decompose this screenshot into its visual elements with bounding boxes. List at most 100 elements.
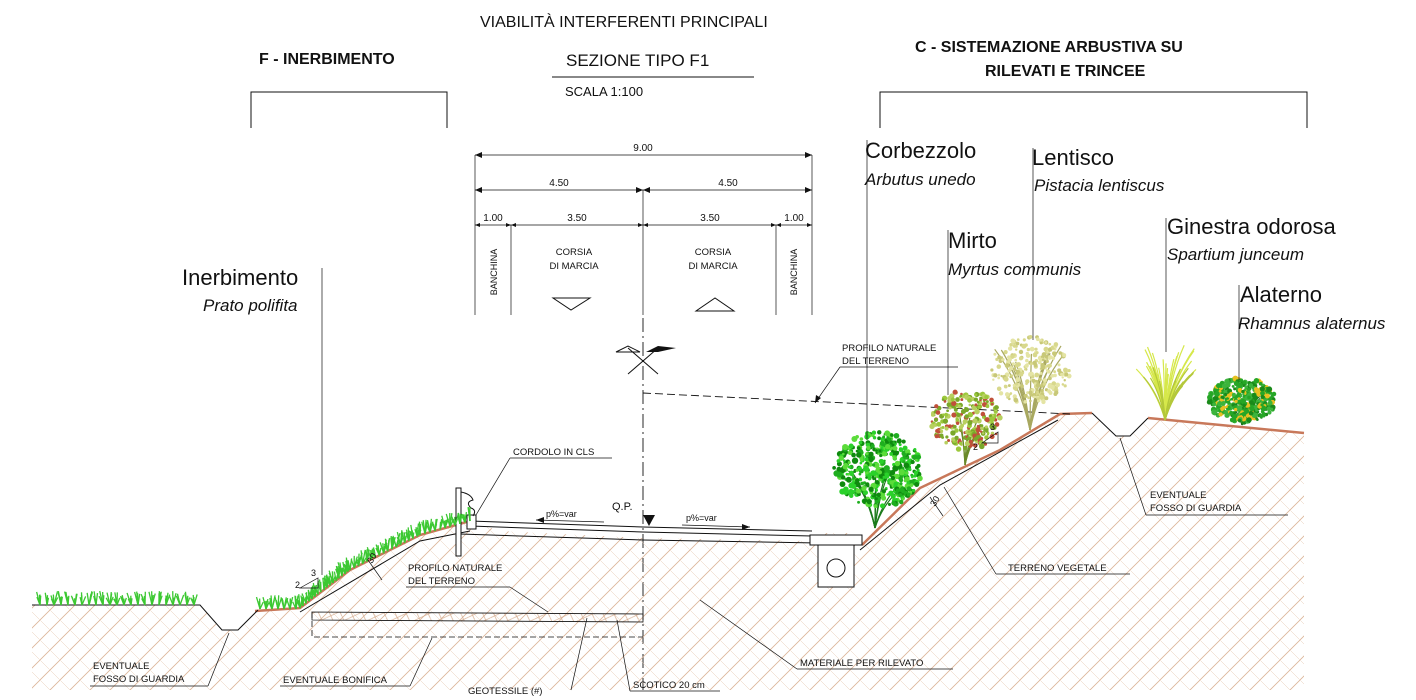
topsoil-line-right [861, 411, 1305, 546]
foliage-dot [1248, 383, 1254, 388]
geotessile-label: GEOTESSILE (#) [468, 686, 542, 697]
foliage-dot [998, 391, 1004, 396]
grass-blade [451, 516, 456, 526]
foliage-dot [951, 412, 957, 418]
foliage-dot [889, 469, 896, 476]
foliage-dot [842, 459, 846, 462]
foliage-dot [974, 403, 978, 407]
foliage-dot [1067, 369, 1071, 373]
stem [1164, 374, 1191, 421]
foliage-dot [1260, 403, 1264, 407]
fosso-left-label-1: EVENTUALE [93, 661, 150, 672]
foliage-dot [1009, 392, 1012, 396]
grass-blade [74, 593, 78, 606]
foliage-dot [1028, 390, 1033, 395]
foliage-dot [889, 452, 894, 456]
foliage-dot [967, 420, 973, 426]
grass-blade [377, 545, 381, 556]
foliage-dot [1231, 392, 1236, 397]
foliage-dot [1053, 370, 1057, 374]
plant-name-lentisco: Lentisco [1032, 145, 1114, 170]
foliage-dot [1063, 367, 1068, 373]
foliage-dot [972, 443, 976, 447]
foliage-dot [1042, 382, 1047, 386]
foliage-dot [885, 487, 888, 490]
foliage-dot [942, 413, 945, 416]
grass-blade [335, 568, 340, 579]
slope-right-arrow [681, 524, 751, 528]
foliage-dot [1044, 396, 1049, 401]
foliage-dot [885, 443, 891, 450]
foliage-dot [1013, 353, 1016, 357]
foliage-dot [1219, 384, 1223, 388]
foliage-dot [994, 422, 1000, 427]
grass-tufts [35, 507, 471, 610]
foliage-dot [1261, 412, 1266, 418]
svg-text:30: 30 [928, 494, 942, 508]
foliage-dot [906, 492, 911, 497]
foliage-dot [1026, 347, 1031, 352]
foliage-dot [947, 399, 951, 403]
foliage-dot [1238, 418, 1242, 423]
foliage-dot [947, 396, 952, 401]
foliage-dot [1023, 399, 1028, 404]
foliage-dot [1247, 395, 1251, 400]
foliage-dot [848, 482, 855, 489]
foliage-dot [958, 441, 963, 445]
pavement-base [459, 533, 819, 544]
foliage-dot [1260, 390, 1265, 396]
slope-left-label: p%=var [546, 509, 577, 519]
foliage-dot [1041, 358, 1045, 362]
foliage-dot [871, 463, 876, 467]
foliage-dot [1014, 358, 1018, 362]
foliage-dot [990, 368, 994, 372]
foliage-dot [902, 445, 908, 451]
foliage-dot [967, 398, 972, 403]
foliage-dot [842, 443, 849, 451]
terreno-vegetale-leader [943, 486, 997, 575]
ground-profile [32, 412, 1149, 631]
foliage-dot [1025, 358, 1029, 363]
foliage-dot [858, 440, 863, 445]
foliage-dot [1241, 411, 1247, 417]
foliage-dot [851, 452, 856, 458]
shoulder-left-label: BANCHINA [489, 249, 499, 296]
foliage-dot [1052, 351, 1057, 357]
foliage-dot [1267, 400, 1273, 406]
foliage-dot [1239, 394, 1243, 398]
foliage-dot [871, 475, 875, 479]
foliage-dot [1233, 381, 1239, 387]
foliage-dot [882, 451, 888, 457]
foliage-dot [1062, 353, 1067, 358]
foliage-dot [1039, 371, 1043, 375]
foliage-dot [960, 408, 966, 415]
foliage-dot [1009, 342, 1013, 347]
foliage-dot [933, 417, 939, 422]
foliage-dot [975, 427, 981, 433]
plant-name-corbezzolo: Corbezzolo [865, 138, 976, 163]
foliage-dot [1003, 384, 1008, 389]
foliage-dot [964, 445, 968, 450]
foliage-dot [1038, 394, 1045, 400]
geotessile-leader [570, 617, 588, 691]
foliage-dot [956, 412, 961, 417]
foliage-dot [991, 425, 997, 430]
foliage-dot [1016, 338, 1020, 341]
foliage-dot [981, 432, 985, 435]
guardrail-beam [460, 491, 476, 517]
foliage-dot [1007, 346, 1013, 351]
foliage-dot [902, 460, 906, 464]
dim-lane-left: 3.50 [567, 213, 587, 224]
foliage-dot [1266, 388, 1271, 393]
bonifica-leader [409, 637, 433, 687]
scotico-leader [616, 619, 631, 692]
foliage-dot [952, 389, 958, 395]
foliage-dot [916, 454, 922, 460]
foliage-dot [1063, 384, 1067, 388]
grass-blade [268, 601, 273, 610]
grass-blade [339, 562, 343, 577]
foliage-dot [944, 412, 949, 417]
foliage-dot [989, 397, 994, 403]
foliage-dot [1246, 413, 1250, 418]
foliage-dot [976, 400, 980, 404]
